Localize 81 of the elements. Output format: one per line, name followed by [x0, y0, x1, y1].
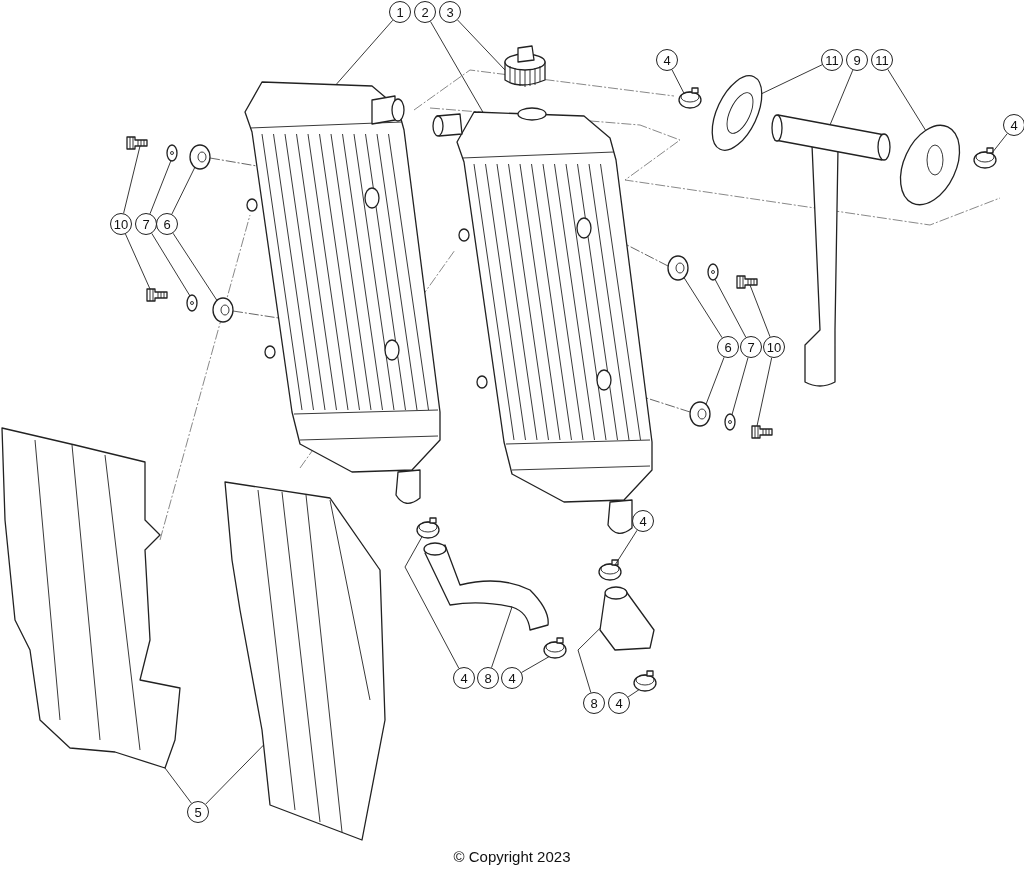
copyright-note: © Copyright 2023: [453, 848, 571, 865]
callout-number: 4: [608, 692, 630, 714]
leader-line: [671, 69, 685, 94]
callout-number: 3: [439, 1, 461, 23]
radiator-drawing: [244, 81, 441, 504]
washer-icon: [186, 294, 198, 312]
leader-line: [151, 232, 191, 297]
callout-number: 6: [156, 213, 178, 235]
callout-number: 10: [763, 336, 785, 358]
leader-line: [172, 232, 218, 301]
callout-number: 11: [871, 49, 893, 71]
leader-line: [149, 160, 172, 215]
leader-line: [760, 64, 823, 95]
bolt-icon: [146, 288, 168, 302]
leader-line: [209, 157, 258, 167]
leader-line: [491, 606, 513, 669]
leader-line: [457, 19, 506, 71]
leader-line: [232, 310, 279, 319]
hose-clamp-icon: [633, 670, 657, 692]
leader-line: [627, 689, 640, 698]
bolt-icon: [126, 136, 148, 150]
hose-clamp-icon: [973, 147, 997, 169]
leader-line: [749, 284, 771, 338]
hose-clamp-icon: [678, 87, 702, 109]
hose-clamp-icon: [416, 517, 440, 539]
leader-line: [205, 744, 265, 805]
grommet-icon: [689, 401, 711, 427]
callout-number: 4: [632, 510, 654, 532]
leader-line: [714, 278, 747, 338]
leader-line: [626, 244, 669, 267]
leader-line: [756, 357, 773, 427]
washer-icon: [707, 263, 719, 281]
leader-line: [404, 536, 460, 669]
leader-line: [731, 357, 749, 416]
leader-line: [577, 627, 601, 693]
radiator-shroud-drawing: [1, 427, 181, 769]
hose-drawing: [423, 542, 549, 631]
callout-number: 8: [583, 692, 605, 714]
leader-line: [171, 166, 196, 215]
hose-clamp-icon: [598, 559, 622, 581]
callout-number: 5: [187, 801, 209, 823]
leader-line: [335, 19, 394, 86]
callout-number: 2: [414, 1, 436, 23]
bolt-icon: [736, 275, 758, 289]
leader-line: [614, 529, 638, 566]
callout-number: 9: [846, 49, 868, 71]
leader-line: [887, 68, 927, 132]
leader-line: [430, 21, 484, 113]
callout-number: 1: [389, 1, 411, 23]
callout-number: 11: [821, 49, 843, 71]
grommet-icon: [667, 255, 689, 281]
leader-line: [683, 277, 723, 339]
hose-drawing: [599, 586, 655, 651]
leader-line: [705, 356, 725, 405]
callout-number: 7: [135, 213, 157, 235]
callout-number: 4: [501, 667, 523, 689]
leader-line: [521, 656, 550, 673]
radiator-cap-drawing: [504, 45, 546, 88]
leader-line: [646, 397, 691, 413]
leader-line: [164, 767, 192, 804]
leader-line: [123, 145, 141, 214]
callout-number: 4: [453, 667, 475, 689]
callout-number: 8: [477, 667, 499, 689]
callout-number: 4: [1003, 114, 1024, 136]
radiator-drawing: [432, 107, 653, 534]
bolt-icon: [751, 425, 773, 439]
leader-line: [125, 233, 151, 290]
leader-line: [829, 69, 854, 126]
washer-icon: [724, 413, 736, 431]
leader-line: [991, 133, 1008, 154]
callout-number: 7: [740, 336, 762, 358]
hose-clamp-icon: [543, 637, 567, 659]
grommet-icon: [189, 144, 211, 170]
callout-number: 6: [717, 336, 739, 358]
callout-number: 10: [110, 213, 132, 235]
grommet-icon: [212, 297, 234, 323]
gasket-drawing: [711, 75, 763, 151]
radiator-shroud-drawing: [224, 481, 386, 841]
washer-icon: [166, 144, 178, 162]
gasket-drawing: [899, 124, 961, 206]
callout-number: 4: [656, 49, 678, 71]
